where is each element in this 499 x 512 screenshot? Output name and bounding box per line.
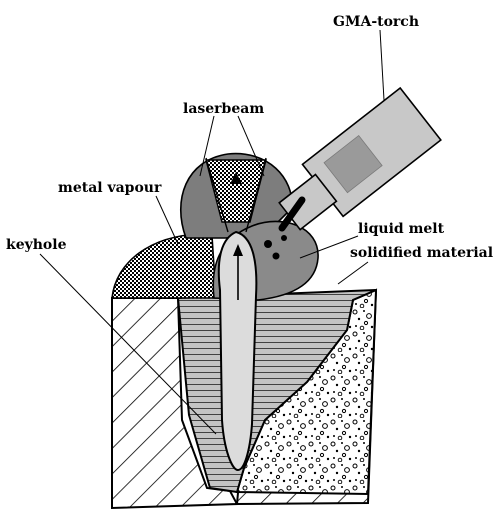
label-solidified-material: solidified material — [350, 245, 493, 261]
label-laserbeam: laserbeam — [183, 101, 264, 117]
label-metal-vapour: metal vapour — [58, 180, 161, 196]
leader-metal-vapour — [156, 196, 178, 244]
leader-gma-torch — [380, 30, 384, 100]
leader-solidified — [338, 262, 368, 284]
label-liquid-melt: liquid melt — [358, 221, 444, 237]
droplet — [273, 253, 280, 260]
droplet — [281, 235, 287, 241]
metal-vapour-plume — [112, 234, 216, 298]
label-gma-torch: GMA-torch — [333, 14, 419, 30]
label-keyhole: keyhole — [6, 237, 66, 253]
droplet — [264, 240, 272, 248]
gma-torch — [269, 88, 440, 242]
